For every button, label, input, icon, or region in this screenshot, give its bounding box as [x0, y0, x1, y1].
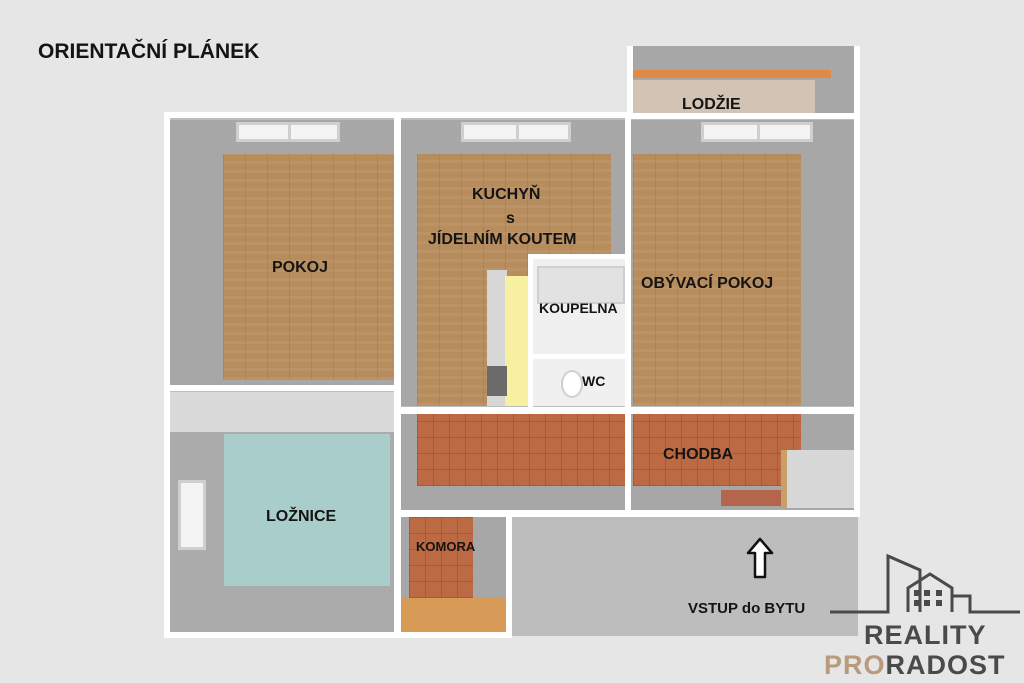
obyvaci-window: [701, 122, 813, 142]
wall-left: [164, 112, 170, 638]
wall-lodzie-right: [854, 46, 860, 116]
logo-line2: PRORADOST: [824, 650, 1006, 681]
pokoj-floor: [223, 154, 394, 380]
label-koupelna: KOUPELNA: [539, 300, 618, 316]
room-obyvaci: [631, 120, 856, 406]
chodba-floor: [633, 414, 801, 486]
label-komora: KOMORA: [416, 539, 476, 554]
room-wc: [533, 358, 625, 406]
wall-mid-horizontal: [400, 407, 860, 414]
chodba-door-mat: [721, 490, 781, 506]
logo-pro: PRO: [824, 650, 886, 680]
room-lodzie: [631, 46, 857, 116]
label-obyvaci: OBÝVACÍ POKOJ: [641, 275, 774, 292]
label-kuchyn-line3: JÍDELNÍM KOUTEM: [428, 231, 577, 248]
up-arrow-icon: [746, 537, 774, 579]
wall-bath-top: [528, 254, 628, 259]
room-chodba: [631, 414, 859, 510]
wall-komora-right: [506, 512, 512, 638]
wall-bath-left: [528, 254, 533, 410]
label-vstup: VSTUP do BYTU: [688, 600, 806, 617]
kitchen-island: [505, 276, 529, 406]
logo-reality: REALITY: [864, 620, 987, 650]
bathtub: [537, 266, 625, 304]
label-kuchyn-line1: KUCHYŇ: [472, 186, 541, 203]
room-komora: [397, 516, 507, 634]
obyvaci-floor: [633, 154, 801, 406]
label-lodzie: LODŽIE: [682, 96, 741, 113]
wall-bath-wc: [528, 354, 628, 359]
label-pokoj: POKOJ: [272, 259, 329, 276]
label-kuchyn-line2: s: [506, 210, 515, 227]
room-pokoj: [170, 120, 394, 386]
wall-pokoj-kuchyn: [394, 112, 401, 638]
wall-chodba-bottom: [400, 510, 860, 517]
wall-bottom: [164, 632, 512, 638]
label-chodba: CHODBA: [663, 446, 734, 463]
wall-top-right: [627, 113, 859, 119]
komora-shelf: [399, 598, 505, 632]
chodba-left-floor: [417, 414, 625, 486]
label-wc: WC: [582, 373, 606, 389]
label-loznice: LOŽNICE: [266, 508, 337, 525]
komora-floor: [409, 516, 473, 598]
loznice-wardrobe: [170, 392, 394, 432]
wall-kuchyn-obyvaci: [625, 112, 631, 516]
wall-pokoj-loznice: [164, 385, 400, 391]
logo: REALITY PRORADOST: [820, 550, 1020, 680]
kuchyn-window: [461, 122, 571, 142]
room-koupelna: [533, 258, 625, 354]
kitchen-stove: [487, 366, 507, 396]
toilet-icon: [561, 370, 583, 398]
logo-radost: RADOST: [885, 650, 1006, 680]
lodzie-railing: [631, 70, 831, 78]
lodzie-floor: [631, 80, 815, 116]
loznice-floor: [224, 434, 390, 586]
plan-title: ORIENTAČNÍ PLÁNEK: [38, 40, 260, 63]
wall-lodzie-left: [627, 46, 633, 116]
loznice-window: [178, 480, 206, 550]
city-skyline-icon: [830, 553, 1020, 614]
wall-right: [854, 113, 860, 517]
room-chodba-left: [401, 414, 625, 510]
chodba-shoe-cabinet: [781, 450, 859, 508]
pokoj-window: [236, 122, 340, 142]
room-loznice: [170, 392, 394, 632]
